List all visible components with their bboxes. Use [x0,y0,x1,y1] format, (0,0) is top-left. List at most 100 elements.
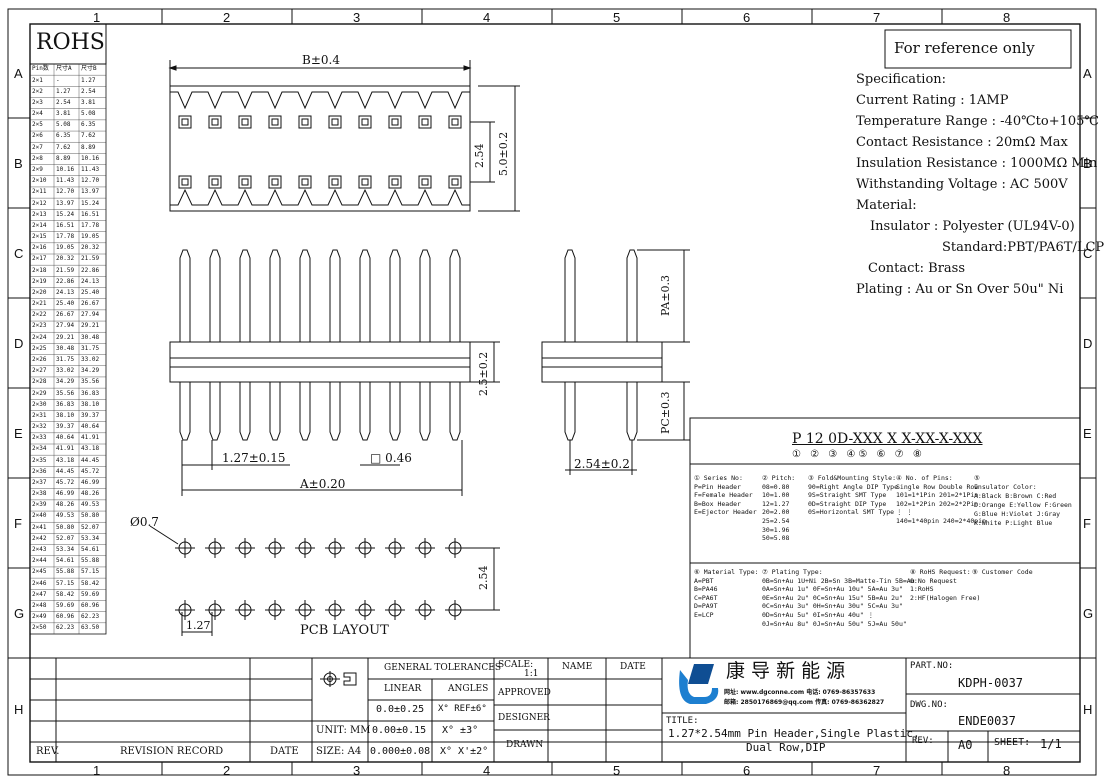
reference-note: For reference only [894,39,1035,57]
pcb-hole [295,600,315,620]
tb-sheet-val: 1/1 [1040,737,1062,751]
pin-table-cell: 31.75 [81,344,100,352]
pin-table-cell: 44.45 [56,467,75,475]
pin-table-cell: 10.16 [56,165,75,173]
spec-material: Material: [856,198,917,213]
pin-table-cell: 2×27 [32,367,47,375]
pin-table-cell: 35.56 [56,389,75,397]
rohs-label: ROHS [36,30,105,55]
dim-hole: Ø0.7 [130,515,159,529]
pin-table-cell: 30.48 [81,333,100,341]
legend-pitch: 25=2.54 [762,517,790,525]
spec-title: Specification: [856,72,947,87]
tb-scale-val: 1:1 [524,669,539,679]
pin-table-cell: 22.86 [56,277,75,285]
legend-rohs: 2:HF(Halogen Free) [910,593,981,602]
pin-table-cell: 50.80 [81,512,100,520]
pin-table-cell: 2×18 [32,266,47,274]
row-label: E [1083,426,1092,441]
legend-rohs: 0:No Request [910,576,957,585]
legend-pitch: 20=2.00 [762,508,790,517]
pin-pad [298,175,312,189]
pin-table-cell: 2×36 [32,467,47,475]
legend-pins: Single Row Double Row [896,482,979,491]
pin-table-cell: 41.91 [56,445,75,453]
pin-table-cell: 8.89 [81,143,96,151]
pin-table-cell: 2×22 [32,311,47,319]
legend-insulator-color: ⑤ [974,474,980,482]
pin-table-cell: 5.08 [56,121,71,129]
pin-table-cell: 2×14 [32,221,47,229]
pin-table-cell: 33.02 [81,355,100,363]
legend-plating: 0J=Sn+Au 8u" 0J=Sn+Au 50u" 5J=Au 50u" [762,619,907,628]
pin-table-cell: 27.94 [56,322,75,330]
pin-table-header: Pin数 [32,65,49,73]
tb-ang1: X° REF±6° [438,704,487,714]
pin-table-cell: 2×31 [32,411,47,419]
dim-pitch-1-27: 1.27±0.15 [222,451,286,465]
pcb-hole [235,600,255,620]
pin-table-cell: 57.15 [56,579,75,587]
pcb-hole [235,538,255,558]
header-pin [239,249,251,441]
pin-table-cell: 8.89 [56,154,71,162]
tb-ang2: X° ±3° [442,725,479,736]
legend-pitch: ② Pitch: [762,474,796,482]
legend-fold-style: 9S=Straight SMT Type [808,491,887,500]
pin-table-cell: 15.24 [81,199,100,207]
tb-part-no: KDPH-0037 [958,676,1024,690]
pin-table-cell: 20.32 [81,244,100,252]
pin-table-cell: 2×21 [32,300,47,308]
pin-table-cell: 43.18 [81,445,100,453]
pin-table-cell: 2×33 [32,434,47,442]
pin-table-cell: 38.10 [56,411,75,419]
row-label: H [1083,702,1093,717]
legend-pitch: 10=1.00 [762,491,790,500]
legend-rohs: ⑧ RoHS Request: [910,568,971,576]
pin-table-cell: 30.48 [56,344,75,352]
pin-table-cell: 2×35 [32,456,47,464]
tb-ang3: X° X'±2° [440,746,489,757]
pin-table-cell: 24.13 [81,277,100,285]
pin-table-cell: 12.70 [81,177,100,185]
pin-pad [448,115,462,129]
row-label: A [14,66,23,81]
row-label: H [14,702,24,717]
pin-table-cell: 2×20 [32,288,47,296]
pin-table-cell: 63.50 [81,624,100,632]
pin-table-cell: 43.18 [56,456,75,464]
company-name: 康 导 新 能 源 [726,660,846,682]
pin-pad [238,115,252,129]
header-pin [179,249,191,441]
tb-rev-label: REV: [912,736,934,746]
pin-table-cell: 2×32 [32,423,47,431]
pin-table-cell: 55.88 [56,568,75,576]
pin-table-cell: 2×46 [32,579,47,587]
pcb-hole [355,538,375,558]
pin-pad [448,175,462,189]
row-label: G [14,606,25,621]
col-label: 8 [1003,10,1011,25]
pin-table-cell: 2×44 [32,557,47,565]
col-label: 5 [613,763,621,778]
pin-pad [268,115,282,129]
pin-table-cell: 6.35 [56,132,71,140]
legend-pins: ⋮ ⋮ [896,508,913,517]
legend-plating: 0C=Sn+Au 3u" 0H=Sn+Au 30u" 5C=Au 3u" [762,602,903,611]
pin-table-cell: 3.81 [81,98,96,106]
col-label: 2 [223,763,231,778]
tb-name: NAME [562,662,593,672]
dim-pc: PC±0.3 [659,391,672,434]
pin-table-cell: 2×4 [32,110,43,118]
col-label: 5 [613,10,621,25]
pin-table-cell: 22.86 [81,266,100,274]
col-label: 4 [483,10,491,25]
pin-table-cell: 59.69 [56,601,75,609]
spec-insulator: Insulator : Polyester (UL94V-0) [870,219,1075,234]
tb-revision-record: REVISION RECORD [120,746,224,757]
header-pin [209,249,221,441]
legend-pins: 101=1*1Pin 201=2*1Pin [896,491,979,500]
tb-drawn: DRAWN [506,740,544,750]
legend-material: C=PA6T [694,593,718,602]
header-pin [269,249,281,441]
